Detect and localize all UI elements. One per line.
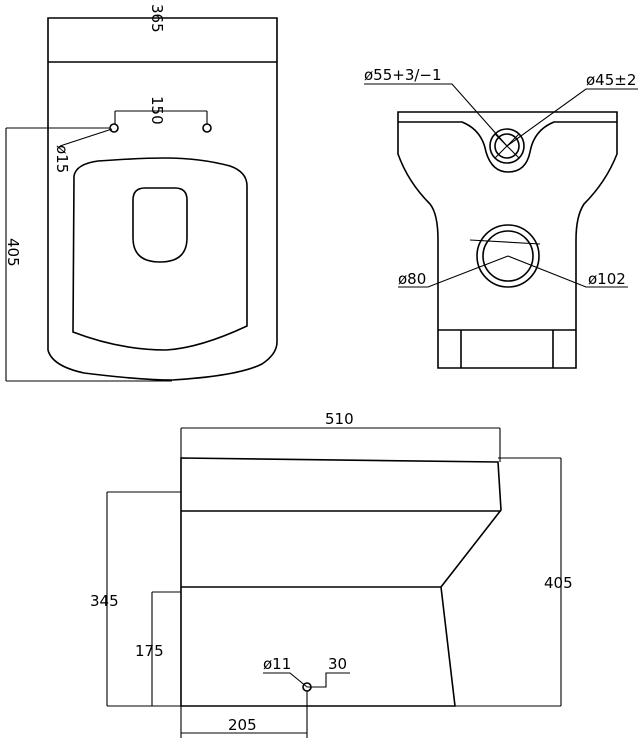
outlet-dia-leader bbox=[398, 255, 509, 288]
seat-outline bbox=[72, 157, 248, 351]
dim-405-top-label: 405 bbox=[4, 238, 22, 267]
side-view: 510 405 345 175 ø11 30 205 bbox=[90, 410, 573, 738]
bowl-opening bbox=[132, 187, 188, 263]
dim-510-label: 510 bbox=[325, 410, 354, 428]
outlet-dia-label: ø80 bbox=[398, 270, 426, 288]
dia-15-label: ø15 bbox=[53, 145, 71, 173]
outlet-cross-1 bbox=[469, 239, 541, 245]
fixing-hole-left bbox=[109, 123, 119, 133]
dim-175-label: 175 bbox=[135, 642, 164, 660]
outlet-outer-dia-label: ø102 bbox=[588, 270, 626, 288]
rear-view-inner-curve bbox=[398, 121, 617, 173]
top-view-outline bbox=[47, 17, 278, 381]
dia-15-leader bbox=[59, 128, 113, 147]
overflow-dia-leader bbox=[506, 88, 638, 147]
inlet-outer bbox=[489, 128, 525, 164]
dim-405-side-label: 405 bbox=[544, 574, 573, 592]
rear-view: ø55+3/−1 ø45±2 ø80 ø102 bbox=[364, 66, 638, 369]
outlet-inner bbox=[482, 230, 534, 282]
outlet-outer bbox=[476, 224, 540, 288]
rear-view-outline bbox=[397, 111, 618, 369]
waste-offset-leader bbox=[307, 672, 350, 688]
dim-205-label: 205 bbox=[228, 716, 257, 734]
waste-dia-label: ø11 bbox=[263, 655, 291, 673]
inlet-inner bbox=[494, 133, 520, 159]
inlet-dia-label: ø55+3/−1 bbox=[364, 66, 442, 84]
waste-dia-leader bbox=[263, 672, 308, 688]
fixing-hole-right bbox=[202, 123, 212, 133]
dim-150-label: 150 bbox=[148, 96, 166, 125]
outlet-outer-dia-leader bbox=[507, 255, 628, 288]
inlet-dia-leader bbox=[364, 83, 508, 147]
top-view: 150 365 ø15 405 bbox=[4, 4, 278, 382]
waste-offset-label: 30 bbox=[328, 655, 347, 673]
overflow-dia-label: ø45±2 bbox=[586, 71, 636, 89]
dim-345-label: 345 bbox=[90, 592, 119, 610]
dim-365-label: 365 bbox=[148, 4, 166, 33]
